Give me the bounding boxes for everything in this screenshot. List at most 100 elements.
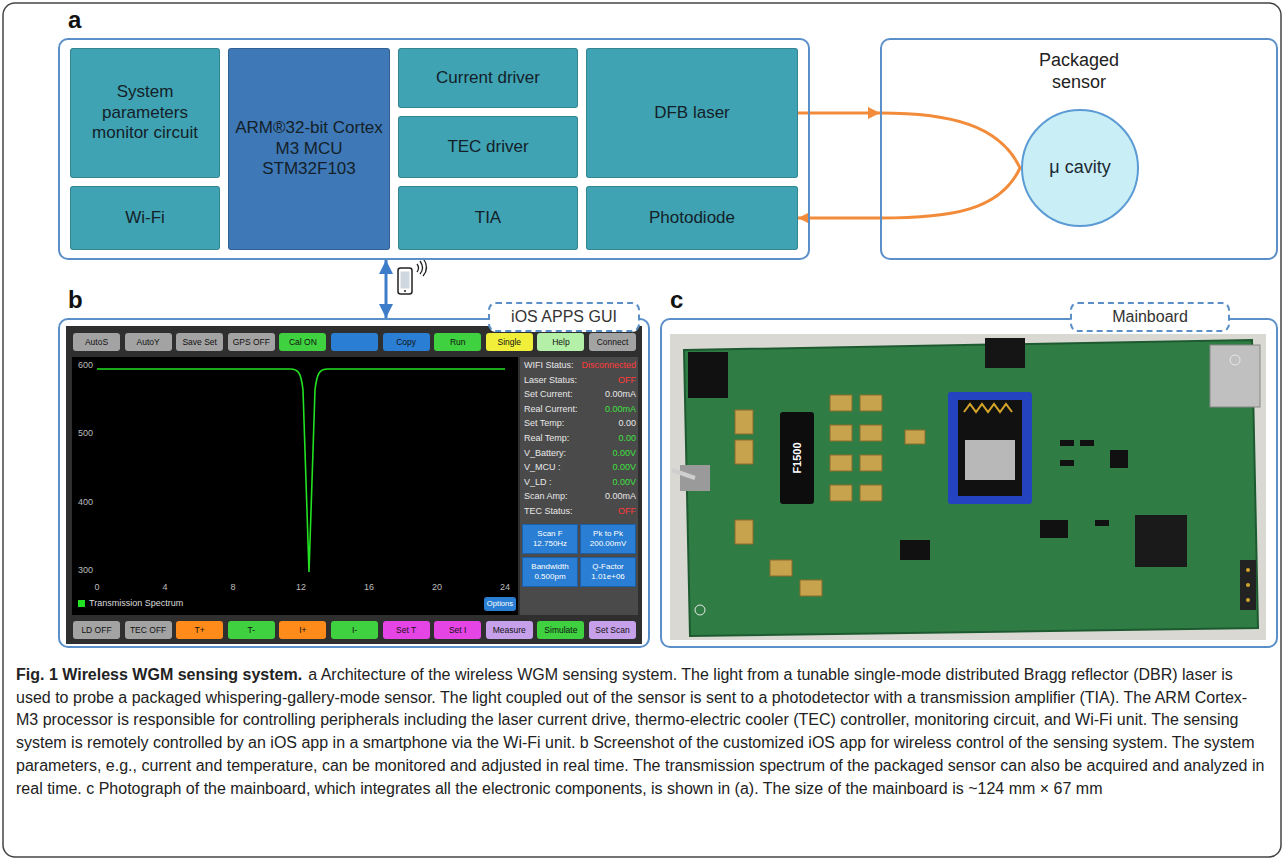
app-button: Run [434,333,481,351]
mainboard-photo [1246,568,1250,572]
sensor-box: Packaged sensor μ cavity [880,38,1278,260]
status-readout: OFF [618,376,636,386]
component-marking: F1500 [791,442,803,473]
dashed-callout: Mainboard [1070,302,1230,332]
function-block: Current driver [398,48,578,108]
mainboard-photo [964,404,1012,412]
mainboard-photo [985,338,1025,368]
connector-arrow [798,217,880,220]
mainboard-photo [1210,345,1260,407]
node-text: Photodiode [649,208,735,228]
function-block: ARM®32-bit Cortex M3 MCU STM32F103 [228,48,390,250]
mainboard-photo [1135,515,1187,567]
status-readout: WIFI Status: [524,361,574,371]
app-screenshot [72,357,518,615]
axis-tick: 20 [432,583,442,593]
readout-cell: Bandwidth0.500pm [522,557,578,587]
mainboard-photo [1080,440,1094,446]
axis-tick: 16 [364,583,374,593]
status-readout: OFF [618,507,636,517]
mainboard-photo [830,455,852,471]
app-button: T+ [176,621,223,639]
node-text: 1.01e+06 [591,572,625,582]
figure-caption: Fig. 1 Wireless WGM sensing system.a Arc… [16,664,1268,800]
app-button: TEC OFF [125,621,172,639]
app-button: Set T [383,621,430,639]
mainboard-photo [1240,560,1256,610]
app-screenshot [520,357,638,615]
mainboard-photo [1060,460,1074,466]
app-screenshot [97,369,505,572]
caption-text: a Architecture of the wireless WGM sensi… [16,666,1264,797]
status-readout: Real Temp: [524,434,569,444]
app-button: GPS OFF [228,333,275,351]
node-text: Measure [493,626,526,635]
node-text: Packaged sensor [1024,50,1134,93]
mainboard-photo [860,485,882,501]
app-button: Single [486,333,533,351]
circle-outline [1022,110,1138,226]
axis-tick: 24 [500,583,510,593]
node-text: DFB laser [654,103,730,123]
mainboard-photo [1095,520,1109,526]
status-readout: 0.00mA [605,390,636,400]
figure-title: Fig. 1 Wireless WGM sensing system. [16,666,302,683]
status-readout: 0.00 [618,419,636,429]
microcavity-circle: μ cavity [1020,108,1140,228]
node-text: Copy [396,338,416,347]
mainboard-photo [830,395,852,411]
node-text: Wi-Fi [125,208,165,228]
mainboard-photo [670,334,1266,640]
node-text: Set I [449,626,466,635]
app-button: Set I [434,621,481,639]
mainboard-photo [830,425,852,441]
app-button: Options [484,597,516,611]
axis-tick: 600 [78,361,93,371]
app-button: AutoS [73,333,120,351]
status-readout: V_Battery: [524,449,566,459]
status-readout: Scan Amp: [524,492,568,502]
mainboard-photo [948,392,1032,504]
mainboard-photo [958,400,1022,496]
status-readout: Real Current: [524,405,578,415]
mainboard-photo [770,560,792,576]
node-text: Connect [597,338,629,347]
axis-tick: 0 [94,583,99,593]
app-screenshot [66,326,642,644]
node-text: Set T [396,626,416,635]
status-readout: 0.00mA [605,492,636,502]
legend-swatch [78,600,85,607]
node-text: TEC driver [447,137,528,157]
status-readout: V_MCU : [524,463,561,473]
app-screenshot [331,333,378,351]
node-text: TIA [475,208,501,228]
status-readout: Set Current: [524,390,573,400]
status-readout: Disconnected [581,361,636,371]
app-button: LD OFF [73,621,120,639]
mainboard-photo [735,440,753,464]
axis-tick: 12 [296,583,306,593]
smartphone-icon [398,268,412,294]
mainboard-photo [1246,598,1250,602]
node-text: I- [352,626,357,635]
mainboard-photo [905,430,925,444]
app-screenshot [66,326,642,644]
mainboard-photo [1110,450,1128,468]
panel-letter: c [670,286,683,315]
node-text: iOS APPS GUI [511,308,617,326]
connector-arrow [798,112,880,115]
node-text: Set Scan [595,626,630,635]
readout-cell: Q-Factor1.01e+06 [580,557,636,587]
app-button: Save Set [176,333,223,351]
mainboard-photo [735,520,753,544]
readout-cell: Scan F12.750Hz [522,524,578,554]
app-button: I+ [279,621,326,639]
function-block: System parameters monitor circuit [70,48,220,178]
status-readout: 0.00V [612,449,636,459]
node-text: AutoY [137,338,160,347]
axis-tick: 8 [230,583,235,593]
smartphone-icon [423,258,427,276]
light-path [880,113,1020,218]
mainboard-photo [780,412,814,504]
